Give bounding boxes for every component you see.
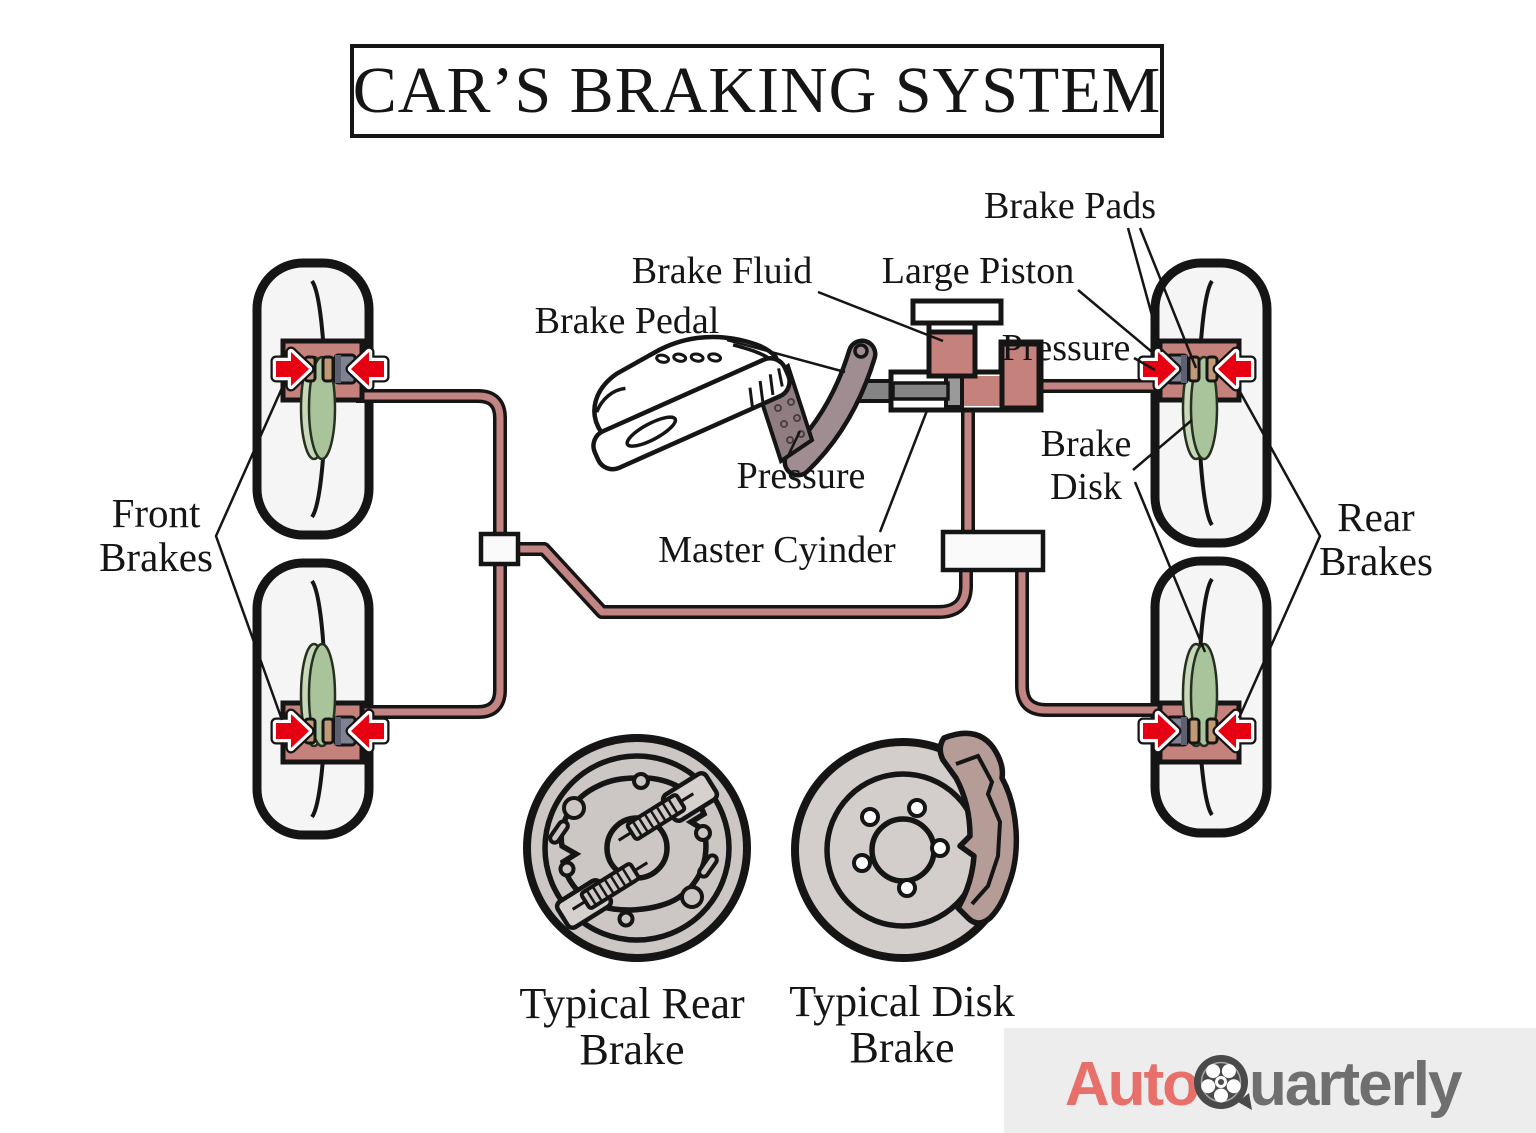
shoe-laces xyxy=(655,352,723,364)
svg-text:Typical Disk: Typical Disk xyxy=(789,977,1014,1026)
front-line-junction xyxy=(478,531,521,567)
disk-brake-caption: Typical Disk Brake xyxy=(789,977,1014,1072)
rear-line-junction xyxy=(940,529,1046,573)
leader-lines xyxy=(214,227,1322,721)
pressure-arrow-icon xyxy=(1143,352,1176,386)
typical-rear-brake-diagram xyxy=(523,734,751,962)
plate-holes xyxy=(548,772,719,928)
brake-pedal-label: Brake Pedal xyxy=(535,300,720,342)
brake-fluid-label: Brake Fluid xyxy=(632,250,812,292)
disc-hub xyxy=(869,816,937,884)
logo-text-auto: Auto xyxy=(1065,1050,1198,1119)
svg-text:Brake: Brake xyxy=(1041,423,1132,465)
brake-pads-label: Brake Pads xyxy=(984,185,1156,227)
svg-text:Typical Rear: Typical Rear xyxy=(519,979,745,1028)
reservoir-cap xyxy=(910,298,1004,326)
caliper-detail-line xyxy=(955,753,1003,906)
logo-text-quarterly: uarterly xyxy=(1249,1050,1463,1119)
master-cylinder xyxy=(844,298,1044,413)
auto-quarterly-logo: Auto uarterly xyxy=(1004,1028,1536,1133)
disc-caliper xyxy=(937,730,1020,926)
pressure-arrow-icon xyxy=(276,352,309,386)
svg-text:Brakes: Brakes xyxy=(99,534,213,580)
brake-disk-label: Brake Disk xyxy=(1041,423,1132,508)
pressure-arrow-icon xyxy=(351,352,384,386)
pressure-arrow-icon xyxy=(351,714,384,748)
return-spring-top xyxy=(617,792,695,842)
pressure-label-center: Pressure xyxy=(737,455,866,497)
pivot-hole xyxy=(853,343,869,359)
master-cylinder-label: Master Cyinder xyxy=(658,529,896,571)
pressure-arrow-icon xyxy=(1218,352,1251,386)
typical-disk-brake-diagram xyxy=(791,730,1020,962)
svg-text:Disk: Disk xyxy=(1050,466,1122,508)
front-brakes-label: Front Brakes xyxy=(99,490,213,580)
q-tail xyxy=(1238,1093,1252,1110)
svg-text:Brake: Brake xyxy=(849,1023,954,1072)
svg-text:Front: Front xyxy=(112,490,201,536)
rear-brakes-label: Rear Brakes xyxy=(1319,494,1433,584)
title-box: CAR’S BRAKING SYSTEM xyxy=(350,44,1164,138)
pressure-arrow-icon xyxy=(1143,714,1176,748)
large-piston-label: Large Piston xyxy=(882,250,1074,292)
pressure-arrow-icon xyxy=(1218,714,1251,748)
lug-holes xyxy=(852,798,950,898)
tire-wheel-icon xyxy=(1194,1055,1252,1110)
svg-text:Brakes: Brakes xyxy=(1319,538,1433,584)
rear-brake-caption: Typical Rear Brake xyxy=(519,979,745,1074)
svg-text:Rear: Rear xyxy=(1337,494,1415,540)
page-title: CAR’S BRAKING SYSTEM xyxy=(353,54,1161,127)
return-spring-bottom xyxy=(571,861,649,911)
pressure-label-right: Pressure xyxy=(1002,327,1131,369)
svg-text:Brake: Brake xyxy=(579,1025,684,1074)
